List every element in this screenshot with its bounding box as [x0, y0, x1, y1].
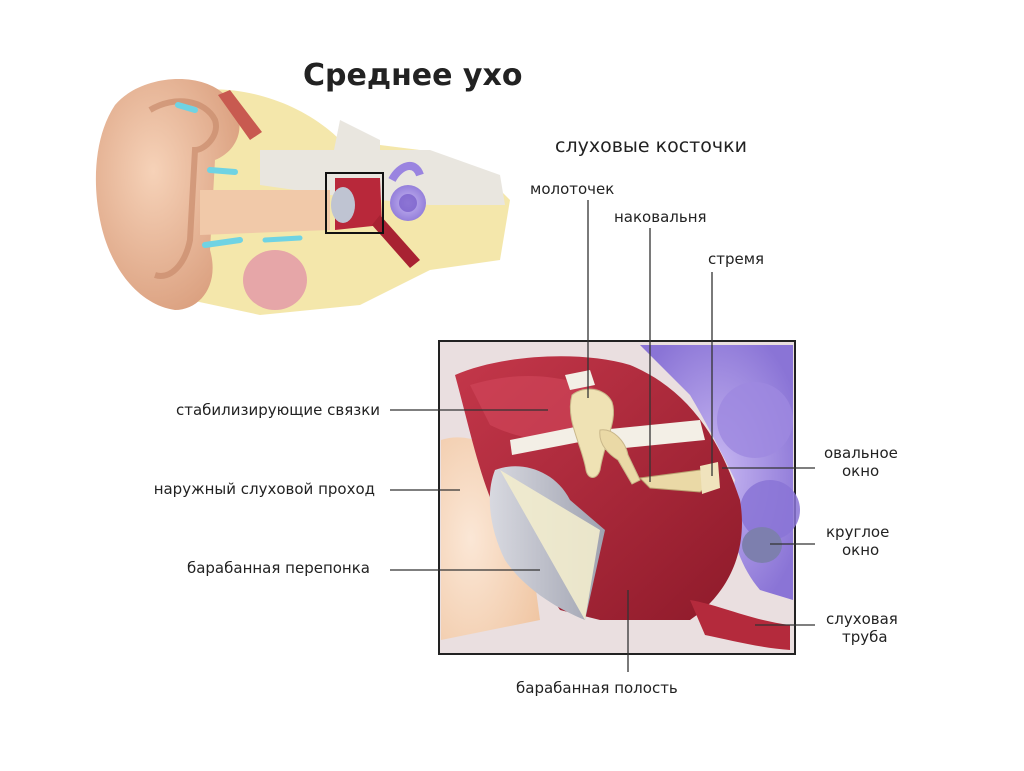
label-round-window-line1: круглое — [826, 523, 889, 541]
label-stapes: стремя — [708, 250, 764, 268]
leader-lines — [390, 200, 815, 672]
label-incus: наковальня — [614, 208, 707, 226]
label-malleus: молоточек — [530, 180, 614, 198]
label-oval-window-line1: овальное — [824, 444, 898, 462]
slide-title: Среднее ухо — [303, 58, 522, 93]
label-oval-window-line2: окно — [842, 462, 879, 480]
middle-ear-detail-panel — [438, 340, 800, 655]
ear-overview-illustration — [95, 78, 510, 315]
label-eustachian-tube-line1: слуховая — [826, 610, 898, 628]
slide-subtitle: слуховые косточки — [555, 135, 747, 157]
label-tympanic-cavity: барабанная полость — [516, 679, 678, 697]
label-round-window-line2: окно — [842, 541, 879, 559]
label-eustachian-tube-line2: труба — [842, 628, 888, 646]
label-eardrum: барабанная перепонка — [187, 559, 370, 577]
label-stabilizing-ligaments: стабилизирующие связки — [176, 401, 380, 419]
label-external-ear-canal: наружный слуховой проход — [154, 480, 375, 498]
